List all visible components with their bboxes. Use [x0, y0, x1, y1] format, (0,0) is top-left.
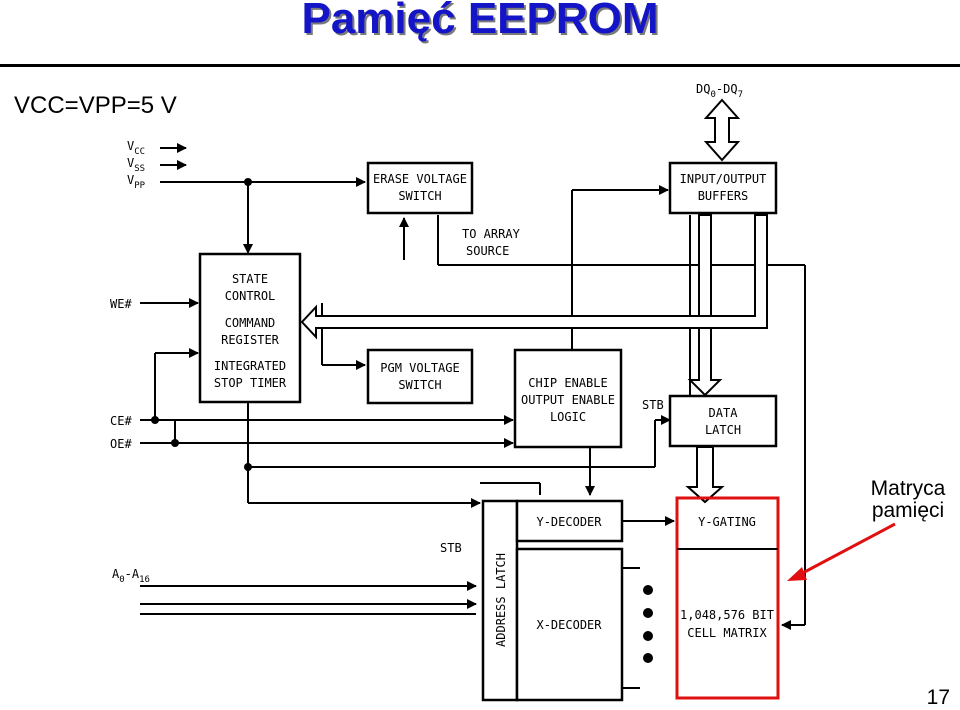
- stb-label-right: STB: [642, 398, 664, 412]
- vcc-pin: VCC: [127, 139, 145, 157]
- erase-switch-label-2: SWITCH: [398, 189, 441, 203]
- state-control-label-2: CONTROL: [225, 289, 276, 303]
- cell-matrix-label-1: 1,048,576 BIT: [680, 608, 774, 622]
- state-control-label-1: STATE: [232, 272, 268, 286]
- x-decoder-label: X-DECODER: [536, 618, 602, 632]
- y-gating-label: Y-GATING: [698, 515, 756, 529]
- slide-title: Pamięć EEPROM: [301, 0, 659, 43]
- io-buffers-label-1: INPUT/OUTPUT: [680, 172, 767, 186]
- cell-matrix-label-2: CELL MATRIX: [687, 626, 767, 640]
- chip-enable-label-1: CHIP ENABLE: [528, 376, 607, 390]
- page-number: 17: [926, 686, 950, 709]
- ce-pin: CE#: [110, 414, 132, 428]
- vpp-pin: VPP: [127, 173, 146, 191]
- chip-enable-label-2: OUTPUT ENABLE: [521, 393, 615, 407]
- to-array-label-2: SOURCE: [466, 244, 509, 258]
- vss-pin: VSS: [127, 156, 145, 174]
- address-latch-label: ADDRESS LATCH: [494, 553, 508, 647]
- chip-enable-label-3: LOGIC: [550, 410, 586, 424]
- stb-label-left: STB: [440, 541, 462, 555]
- oe-pin: OE#: [110, 437, 132, 451]
- stop-timer-label-1: INTEGRATED: [214, 359, 286, 373]
- supply-note: VCC=VPP=5 V: [14, 92, 177, 119]
- to-array-label-1: TO ARRAY: [462, 227, 521, 241]
- title-divider: [0, 64, 960, 67]
- memory-matrix-callout: Matryca pamięci: [870, 477, 946, 522]
- we-pin: WE#: [110, 297, 132, 311]
- command-register-label-2: REGISTER: [221, 333, 280, 347]
- data-latch-label-2: LATCH: [705, 423, 741, 437]
- dq-pins: DQ0-DQ7: [696, 82, 743, 100]
- command-register-label-1: COMMAND: [225, 316, 276, 330]
- stop-timer-label-2: STOP TIMER: [214, 376, 287, 390]
- io-buffers-label-2: BUFFERS: [698, 189, 749, 203]
- pgm-switch-label-2: SWITCH: [398, 378, 441, 392]
- data-latch-label-1: DATA: [709, 406, 739, 420]
- pgm-switch-label-1: PGM VOLTAGE: [380, 361, 459, 375]
- erase-switch-label-1: ERASE VOLTAGE: [373, 172, 467, 186]
- address-pins: A0-A16: [112, 567, 150, 585]
- y-decoder-label: Y-DECODER: [536, 515, 602, 529]
